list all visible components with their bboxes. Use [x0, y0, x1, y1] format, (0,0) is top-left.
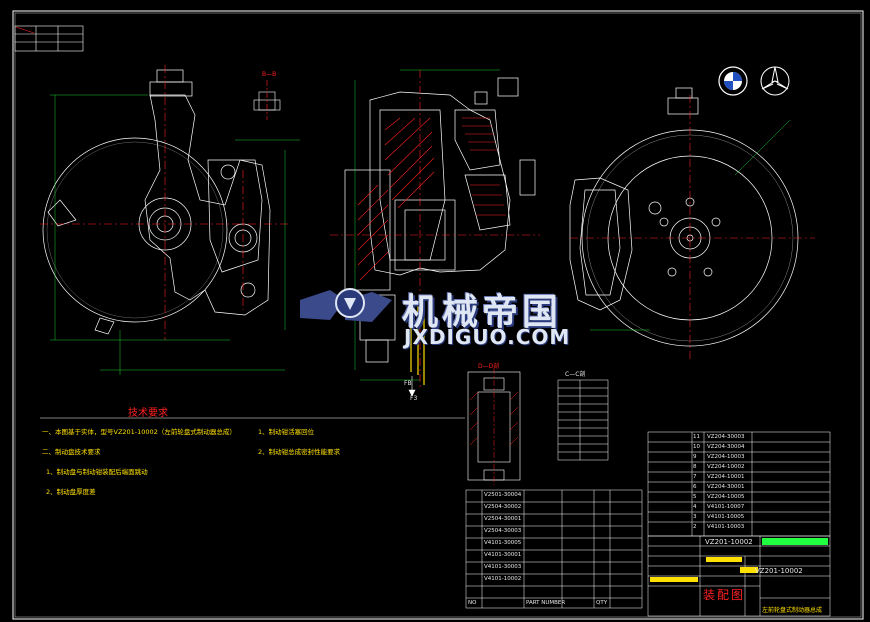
drawing-frame [12, 10, 864, 620]
inspection-table [557, 379, 609, 461]
right-disc-view [569, 87, 799, 347]
parts-right-no: 10 [693, 444, 700, 450]
right-view-dimensions [590, 119, 791, 331]
parts-right-no: 6 [693, 484, 697, 490]
title-block-grid [647, 535, 831, 617]
parts-left-code: V4101-30005 [484, 540, 522, 546]
parts-list-left-grid [465, 489, 643, 609]
parts-left-code: V2504-30002 [484, 504, 522, 510]
section-label-dd: D—D剖 [478, 363, 500, 370]
assembly-name: 左前轮盘式制动器总成 [762, 607, 823, 614]
center-section-centerlines [330, 70, 540, 390]
center-bottom-arrows [408, 376, 416, 397]
parts-right-no: 7 [693, 474, 697, 480]
tech-note-right-2: 2、制动钳总成密封性能要求 [258, 448, 341, 456]
parts-right-code: VZ204-30003 [707, 434, 745, 440]
tech-note-left-2: 二、制动盘技术要求 [42, 448, 101, 456]
left-view-dimensions [50, 94, 300, 375]
tech-note-right-1: 1、制动钳活塞回位 [258, 428, 315, 436]
parts-left-code: V2504-30001 [484, 516, 522, 522]
parts-right-code: VZ204-10002 [707, 464, 745, 470]
bmw-logo [718, 66, 748, 96]
left-view-centerlines [40, 65, 290, 340]
drawing-number-top: VZ201-10002 [705, 538, 753, 546]
parts-right-no: 9 [693, 454, 697, 460]
parts-left-header-part: PART NUMBER [526, 600, 566, 606]
watermark-emblem [300, 288, 392, 322]
parts-left-header-qty: QTY [596, 600, 608, 606]
parts-list-right-grid [647, 431, 831, 537]
parts-right-no: 2 [693, 524, 697, 530]
parts-right-code: V4101-10003 [707, 524, 745, 530]
parts-left-code: V2501-30004 [484, 492, 522, 498]
label-fb: FB [404, 380, 412, 387]
parts-right-code: VZ204-30004 [707, 444, 745, 450]
parts-right-code: V4101-10007 [707, 504, 745, 510]
tech-note-left-3: 1、制动盘与制动钳装配后端面跳动 [46, 468, 148, 476]
top-left-stamp [14, 25, 84, 52]
tech-requirements-title: 技术要求 [128, 408, 168, 419]
label-f3: F3 [410, 395, 418, 402]
section-label-bb: B—B [262, 71, 277, 78]
title-block-highlights [650, 538, 828, 582]
parts-right-no: 3 [693, 514, 697, 520]
parts-right-code: VZ204-10003 [707, 454, 745, 460]
parts-left-code: V2504-30003 [484, 528, 522, 534]
drawing-number: VZ201-10002 [755, 567, 803, 575]
parts-right-no: 4 [693, 504, 697, 510]
watermark: 机械帝国 JXDIGUO.COM [292, 283, 588, 349]
parts-left-header-no: NO [468, 600, 477, 606]
detail-cc-hatch [469, 368, 519, 485]
watermark-cn: 机械帝国 [402, 292, 563, 333]
detail-bb [253, 80, 281, 120]
parts-left-code: V4101-30001 [484, 552, 522, 558]
parts-left-code: V4101-30003 [484, 564, 522, 570]
left-front-view [42, 69, 271, 335]
parts-right-no: 5 [693, 494, 697, 500]
parts-right-no: 11 [693, 434, 700, 440]
drawing-name: 装配图 [703, 588, 746, 602]
watermark-en: JXDIGUO.COM [404, 325, 571, 349]
parts-left-code: V4101-10002 [484, 576, 522, 582]
parts-right-code: VZ204-10001 [707, 474, 745, 480]
mercedes-logo [760, 66, 790, 96]
parts-right-code: VZ204-30001 [707, 484, 745, 490]
parts-right-code: VZ204-10005 [707, 494, 745, 500]
center-yellow-lines [410, 300, 425, 385]
section-label-cc: C—C剖 [565, 371, 586, 378]
tech-note-left-1: 一、本图基于实体，型号VZ201-10002（左前轮盘式制动器总成） [42, 428, 236, 436]
center-section-dimensions [354, 69, 500, 381]
tech-note-left-4: 2、制动盘厚度差 [46, 488, 96, 496]
parts-right-no: 8 [693, 464, 697, 470]
right-view-centerlines [570, 95, 815, 360]
parts-right-code: V4101-10005 [707, 514, 745, 520]
